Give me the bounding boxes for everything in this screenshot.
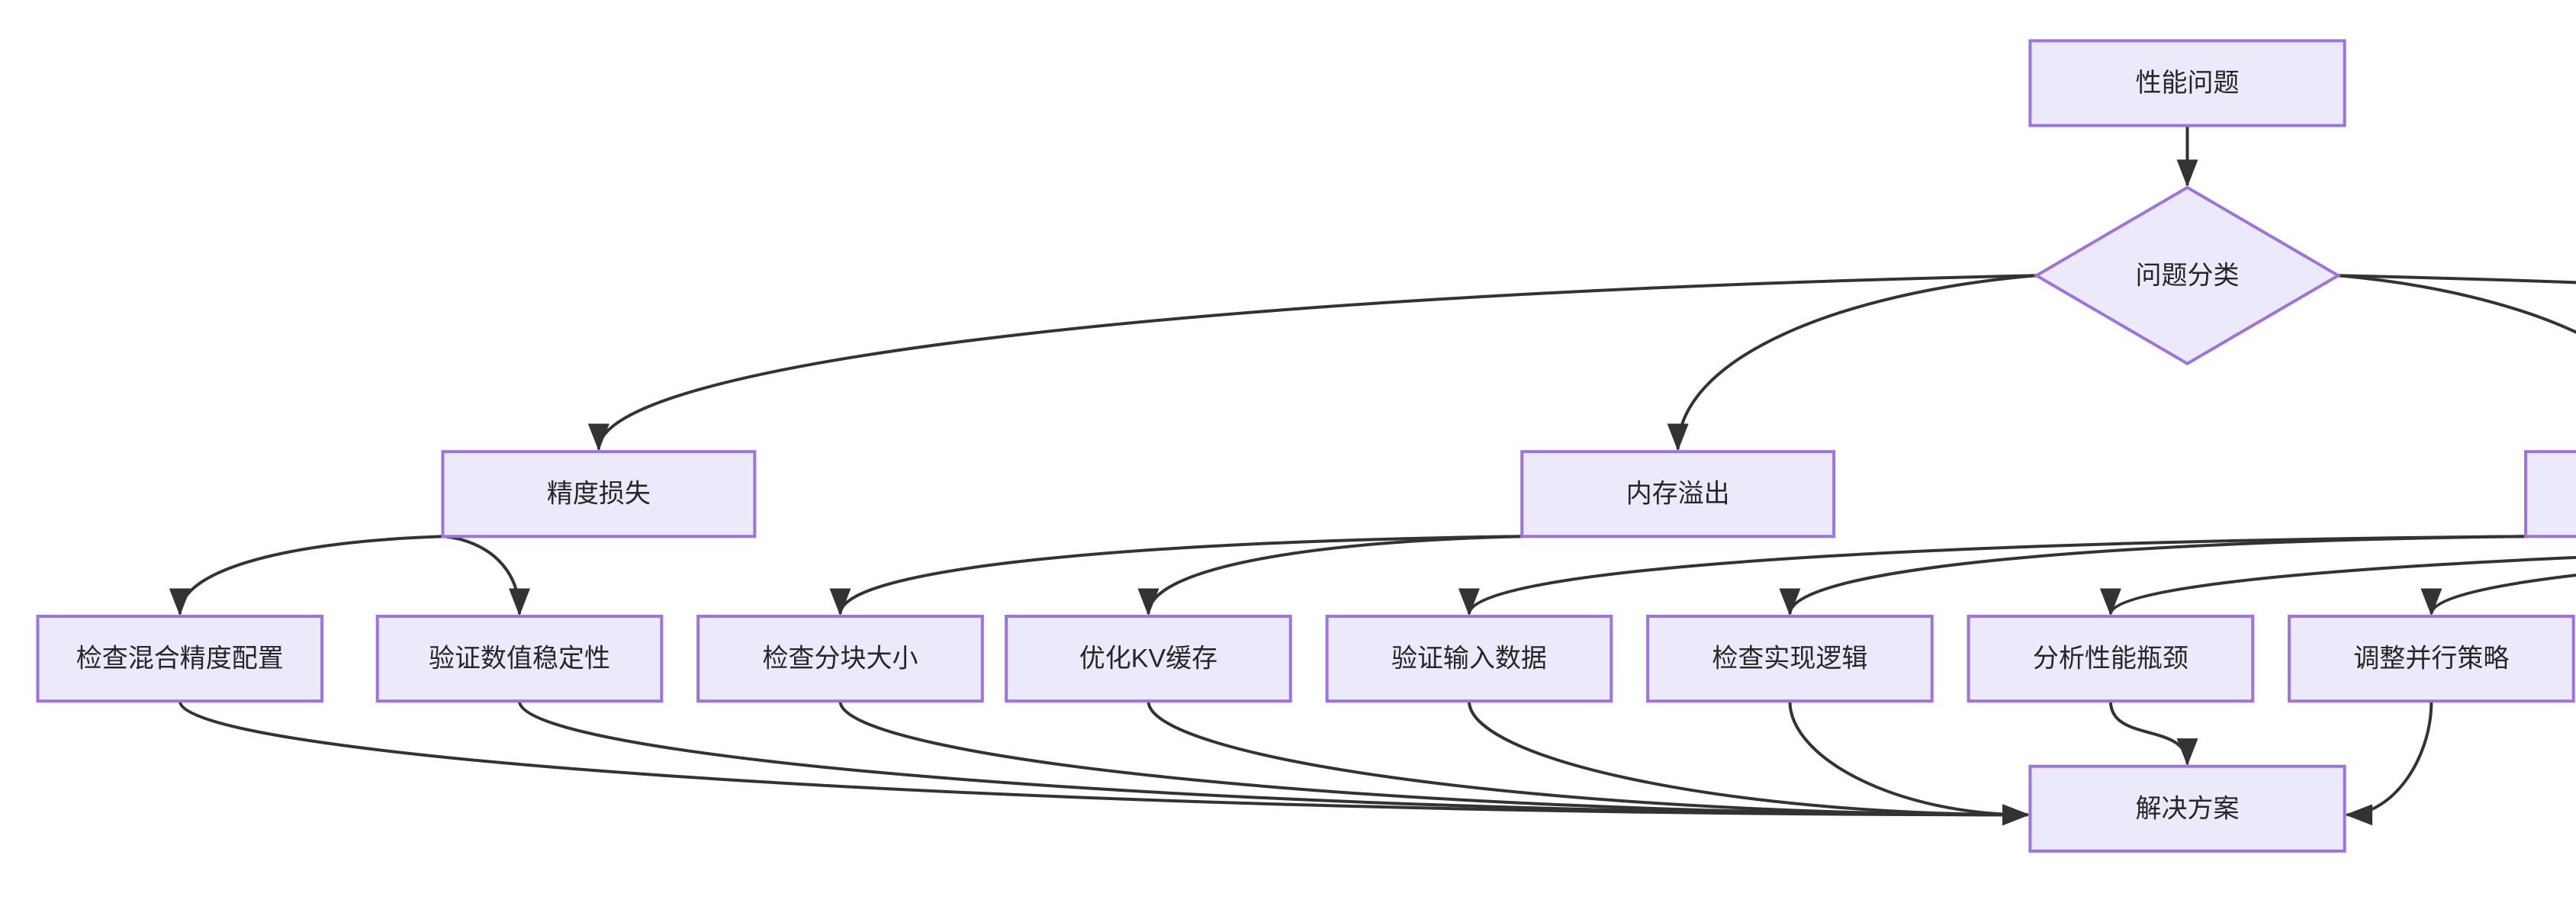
node-shape-rect — [375, 615, 664, 703]
node-label-solution: 解决方案 — [2135, 794, 2239, 823]
node-shape-rect — [696, 615, 984, 703]
node-shape-diamond — [2033, 185, 2342, 366]
node-label-leaf5: 验证输入数据 — [1391, 644, 1547, 673]
edge-classify-to-cat2 — [1667, 274, 2037, 452]
node-leaf4[interactable]: 优化KV缓存 — [1005, 615, 1292, 703]
node-leaf3[interactable]: 检查分块大小 — [696, 615, 984, 703]
node-label-leaf1: 检查混合精度配置 — [76, 644, 284, 673]
node-label-leaf8: 调整并行策略 — [2353, 644, 2509, 673]
edge-leaf4-to-solution — [1146, 701, 2030, 826]
node-shape-rect — [1967, 615, 2255, 703]
node-classify[interactable]: 问题分类 — [2033, 185, 2342, 366]
edge-leaf6-to-solution — [1788, 701, 2030, 826]
node-leaf2[interactable]: 验证数值稳定性 — [375, 615, 664, 703]
node-shape-rect — [2028, 764, 2346, 853]
edge-cat1-to-leaf1 — [169, 535, 445, 616]
node-label-cat1: 精度损失 — [547, 480, 651, 509]
edge-leaf1-to-solution — [178, 700, 2030, 826]
node-label-leaf7: 分析性能瓶颈 — [2033, 644, 2188, 673]
edge-leaf8-to-solution — [2345, 701, 2433, 826]
node-label-leaf2: 验证数值稳定性 — [429, 644, 610, 673]
node-root[interactable]: 性能问题 — [2028, 39, 2346, 127]
edge-classify-to-cat1 — [588, 274, 2037, 452]
node-shape-rect — [2288, 615, 2575, 703]
node-label-classify: 问题分类 — [2135, 261, 2239, 290]
node-leaf1[interactable]: 检查混合精度配置 — [36, 615, 324, 703]
edge-leaf5-to-solution — [1467, 701, 2030, 826]
node-cat3[interactable]: 计算错误 — [2524, 450, 2576, 538]
node-shape-rect — [2524, 450, 2576, 538]
node-label-leaf6: 检查实现逻辑 — [1712, 644, 1867, 673]
node-shape-rect — [1646, 615, 1934, 703]
edge-layer — [169, 125, 2576, 826]
edge-cat1-to-leaf2 — [444, 535, 530, 616]
node-layer: 性能问题问题分类精度损失内存溢出计算错误性能下降检查混合精度配置验证数值稳定性检… — [36, 39, 2576, 853]
node-leaf6[interactable]: 检查实现逻辑 — [1646, 615, 1934, 703]
edge-cat2-to-leaf3 — [829, 535, 1524, 616]
edge-leaf7-to-solution — [2108, 701, 2198, 767]
node-label-root: 性能问题 — [2135, 69, 2239, 98]
edge-cat4-to-leaf7 — [2100, 555, 2576, 616]
edge-cat3-to-leaf6 — [1779, 535, 2528, 616]
node-shape-rect — [441, 450, 757, 538]
node-shape-rect — [2028, 39, 2346, 127]
node-label-leaf3: 检查分块大小 — [762, 644, 918, 673]
node-leaf7[interactable]: 分析性能瓶颈 — [1967, 615, 2255, 703]
edge-cat4-to-leaf8 — [2420, 574, 2576, 616]
node-shape-rect — [36, 615, 324, 703]
edge-classify-to-cat4 — [2338, 274, 2576, 284]
node-shape-rect — [1325, 615, 1613, 703]
edge-leaf3-to-solution — [838, 700, 2030, 826]
edge-classify-to-cat3 — [2338, 274, 2576, 334]
node-label-cat2: 内存溢出 — [1626, 480, 1730, 509]
node-solution[interactable]: 解决方案 — [2028, 764, 2346, 853]
node-shape-rect — [1520, 450, 1836, 538]
node-shape-rect — [1005, 615, 1292, 703]
node-leaf8[interactable]: 调整并行策略 — [2288, 615, 2575, 703]
node-leaf5[interactable]: 验证输入数据 — [1325, 615, 1613, 703]
edge-cat3-to-leaf5 — [1458, 535, 2528, 616]
edge-leaf2-to-solution — [518, 700, 2030, 826]
edge-cat2-to-leaf4 — [1137, 535, 1524, 616]
node-cat2[interactable]: 内存溢出 — [1520, 450, 1836, 538]
node-label-leaf4: 优化KV缓存 — [1079, 644, 1217, 673]
node-cat1[interactable]: 精度损失 — [441, 450, 757, 538]
